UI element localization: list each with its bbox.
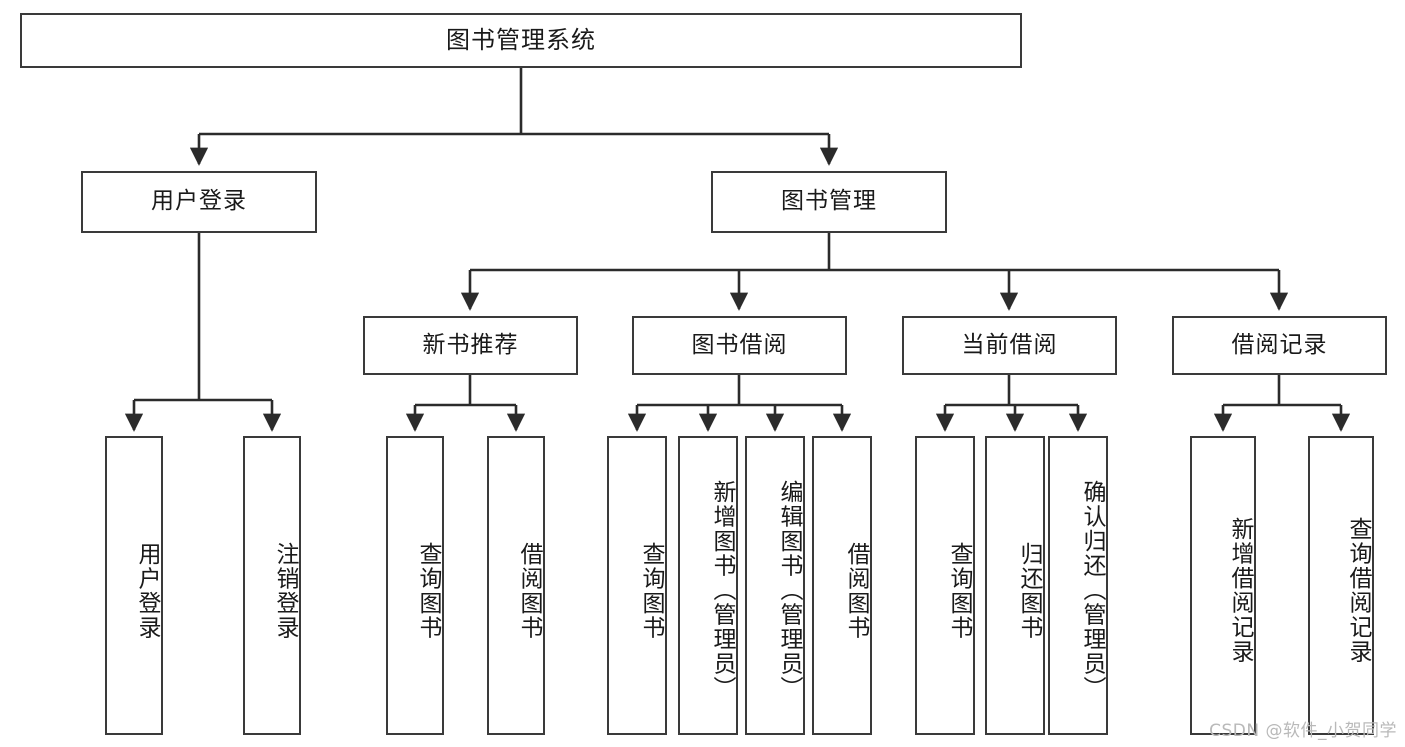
node-leaf-borrow-book-newbook[interactable]: 借阅图书 xyxy=(487,436,545,735)
leaf-label: 借阅图书 xyxy=(516,541,542,640)
node-leaf-query-book-borrow[interactable]: 查询图书 xyxy=(607,436,667,735)
node-leaf-logout[interactable]: 注销登录 xyxy=(243,436,301,735)
leaf-label: 借阅图书 xyxy=(843,541,869,640)
node-new-book-recommendation[interactable]: 新书推荐 xyxy=(363,316,578,375)
node-root-book-management-system[interactable]: 图书管理系统 xyxy=(20,13,1022,68)
node-leaf-user-login[interactable]: 用户登录 xyxy=(105,436,163,735)
leaf-label: 编辑图书（管理员） xyxy=(776,480,802,701)
node-leaf-query-borrow-record[interactable]: 查询借阅记录 xyxy=(1308,436,1374,735)
node-current-borrow[interactable]: 当前借阅 xyxy=(902,316,1117,375)
leaf-label: 归还图书 xyxy=(1016,541,1042,640)
leaf-label: 用户登录 xyxy=(134,541,160,640)
leaf-label: 查询图书 xyxy=(415,541,441,640)
leaf-label: 新增图书（管理员） xyxy=(709,480,735,701)
node-leaf-borrow-book[interactable]: 借阅图书 xyxy=(812,436,872,735)
node-book-management[interactable]: 图书管理 xyxy=(711,171,947,233)
leaf-label: 查询图书 xyxy=(638,541,664,640)
leaf-label: 确认归还（管理员） xyxy=(1079,480,1105,701)
node-user-login[interactable]: 用户登录 xyxy=(81,171,317,233)
csdn-watermark: CSDN @软件_小贺同学 xyxy=(1209,721,1397,741)
leaf-label: 查询借阅记录 xyxy=(1345,517,1371,664)
node-leaf-return-book[interactable]: 归还图书 xyxy=(985,436,1045,735)
node-borrow-record[interactable]: 借阅记录 xyxy=(1172,316,1387,375)
node-leaf-add-borrow-record[interactable]: 新增借阅记录 xyxy=(1190,436,1256,735)
node-leaf-query-book-newbook[interactable]: 查询图书 xyxy=(386,436,444,735)
node-leaf-query-book-current[interactable]: 查询图书 xyxy=(915,436,975,735)
node-book-borrow[interactable]: 图书借阅 xyxy=(632,316,847,375)
node-leaf-edit-book-admin[interactable]: 编辑图书（管理员） xyxy=(745,436,805,735)
leaf-label: 注销登录 xyxy=(272,541,298,640)
leaf-label: 查询图书 xyxy=(946,541,972,640)
node-leaf-add-book-admin[interactable]: 新增图书（管理员） xyxy=(678,436,738,735)
node-leaf-confirm-return-admin[interactable]: 确认归还（管理员） xyxy=(1048,436,1108,735)
leaf-label: 新增借阅记录 xyxy=(1227,517,1253,664)
